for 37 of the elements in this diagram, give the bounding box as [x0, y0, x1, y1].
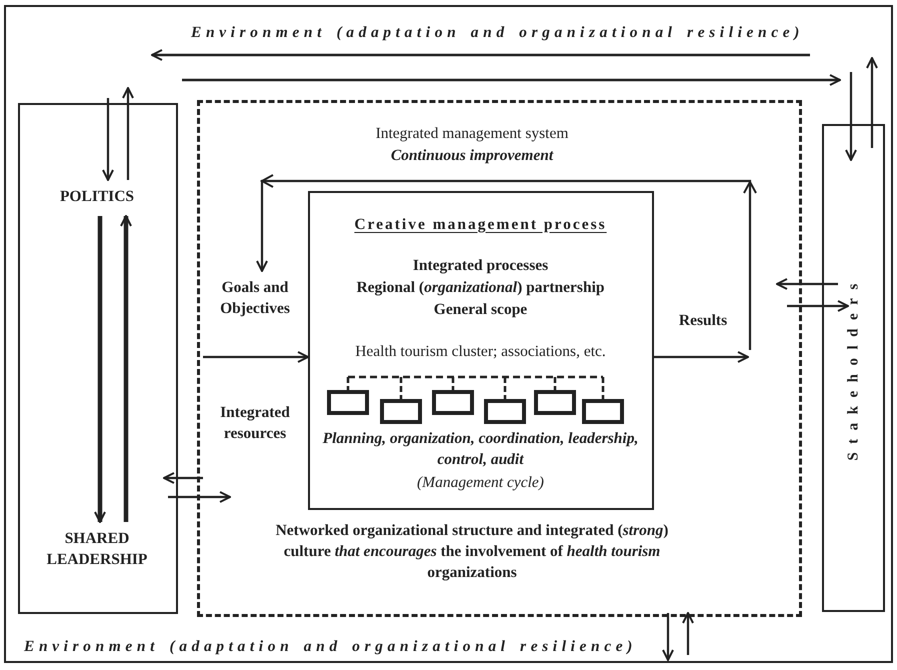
process-text: Integrated processes — [412, 256, 550, 276]
arrow — [845, 72, 857, 161]
arrow — [203, 351, 309, 363]
environment-label: Environment (adaptation and organizational resilience) — [191, 23, 804, 43]
arrow — [682, 612, 694, 655]
arrow — [120, 215, 132, 522]
heading-label: SHARED LEADERSHIP — [34, 528, 160, 572]
arrow — [122, 87, 134, 180]
process-text: Health tourism cluster; associations, etc. — [354, 342, 607, 362]
arrow — [662, 613, 674, 661]
dashed-boundary-box — [197, 100, 802, 617]
arrow — [163, 472, 203, 484]
heading-label: POLITICS — [50, 186, 144, 210]
system-heading: Integrated management system — [374, 124, 570, 144]
stakeholders-label: Stakeholders — [844, 275, 862, 461]
text-label: Goals and Objectives — [203, 277, 307, 321]
management-cycle-text: (Management cycle) — [416, 472, 545, 492]
environment-frame — [4, 5, 893, 663]
arrow — [654, 351, 749, 363]
stakeholders-box — [822, 124, 885, 612]
process-text: General scope — [432, 300, 528, 320]
process-box — [308, 191, 654, 510]
management-functions-text: Planning, organization, coordination, leadership, control, audit — [322, 428, 640, 470]
culture-description: Networked organizational structure and integrated (strong) culture that encourages the involvement of health tourism organizations — [274, 521, 670, 583]
environment-label: Environment (adaptation and organizational resilience) — [24, 637, 637, 657]
arrow — [102, 98, 114, 181]
arrow — [866, 57, 878, 148]
text-label: Results — [666, 310, 740, 332]
arrow — [168, 491, 231, 503]
arrow — [776, 278, 838, 290]
outline-box — [18, 103, 178, 614]
arrow — [787, 300, 849, 312]
system-subheading: Continuous improvement — [390, 146, 554, 166]
process-text: Regional (organizational) partnership — [355, 278, 606, 298]
text-label: Integrated resources — [203, 402, 307, 446]
process-heading: Creative management process — [353, 214, 608, 234]
arrow — [94, 216, 106, 523]
